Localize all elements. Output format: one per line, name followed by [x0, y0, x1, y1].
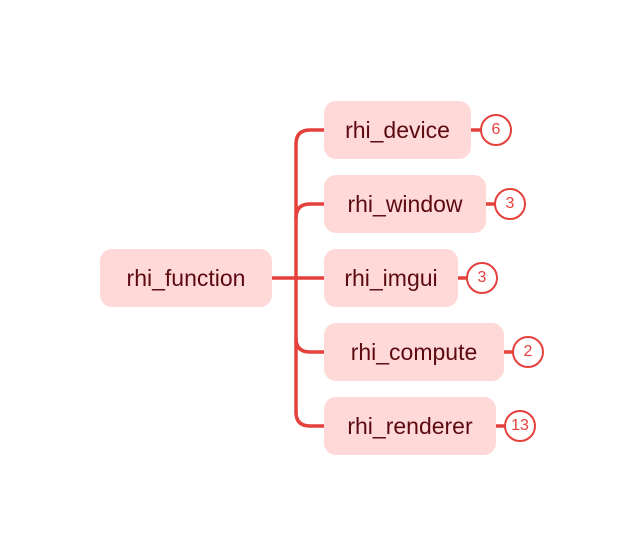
child-node-rhi-renderer[interactable]: rhi_renderer: [324, 397, 496, 455]
branch-connector: [294, 410, 326, 428]
child-node-rhi-window[interactable]: rhi_window: [324, 175, 486, 233]
count-badge-rhi-window: 3: [494, 188, 526, 220]
child-node-rhi-imgui[interactable]: rhi_imgui: [324, 249, 458, 307]
child-node-rhi-device[interactable]: rhi_device: [324, 101, 471, 159]
count-badge-rhi-renderer: 13: [504, 410, 536, 442]
count-badge-rhi-imgui: 3: [466, 262, 498, 294]
branch-connector: [294, 202, 326, 220]
child-node-rhi-compute[interactable]: rhi_compute: [324, 323, 504, 381]
count-badge-rhi-compute: 2: [512, 336, 544, 368]
count-badge-rhi-device: 6: [480, 114, 512, 146]
root-node[interactable]: rhi_function: [100, 249, 272, 307]
branch-connector: [294, 128, 326, 146]
branch-connector: [294, 336, 326, 354]
